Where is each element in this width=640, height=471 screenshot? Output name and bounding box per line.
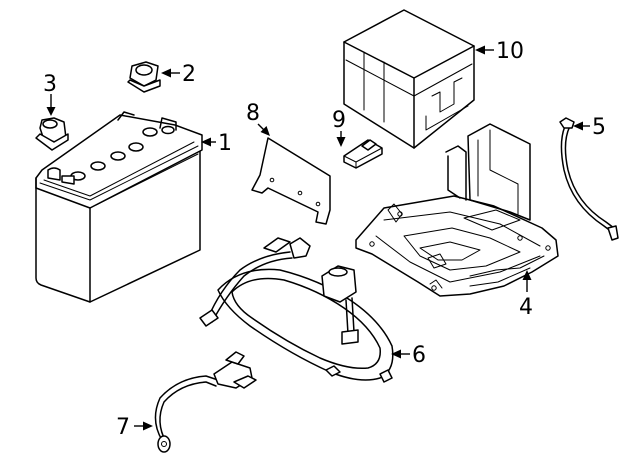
callout-10: 10 bbox=[496, 39, 524, 64]
callout-leaders bbox=[46, 45, 590, 431]
callout-8: 8 bbox=[246, 101, 260, 126]
callout-6: 6 bbox=[412, 343, 426, 368]
callout-2: 2 bbox=[182, 62, 196, 87]
battery-shield-part-8 bbox=[251, 137, 331, 225]
callout-9: 9 bbox=[332, 108, 346, 133]
battery-cable-part-6 bbox=[199, 237, 394, 383]
battery-tray-part-4 bbox=[355, 123, 559, 297]
battery bbox=[35, 111, 203, 303]
vent-hose-part-5 bbox=[559, 117, 619, 241]
clip-part-9 bbox=[343, 139, 383, 169]
callout-5: 5 bbox=[592, 115, 606, 140]
terminal-cap-part-2 bbox=[127, 61, 161, 93]
callout-7: 7 bbox=[116, 415, 130, 440]
ground-cable-part-7 bbox=[154, 351, 257, 453]
callout-labels: 1 2 3 4 5 6 7 8 9 10 bbox=[43, 39, 606, 440]
callout-1: 1 bbox=[218, 131, 232, 156]
callout-3: 3 bbox=[43, 72, 57, 97]
terminal-cap-part-3 bbox=[35, 117, 69, 151]
battery-cover-part-10 bbox=[343, 9, 475, 149]
callout-4: 4 bbox=[519, 295, 533, 320]
